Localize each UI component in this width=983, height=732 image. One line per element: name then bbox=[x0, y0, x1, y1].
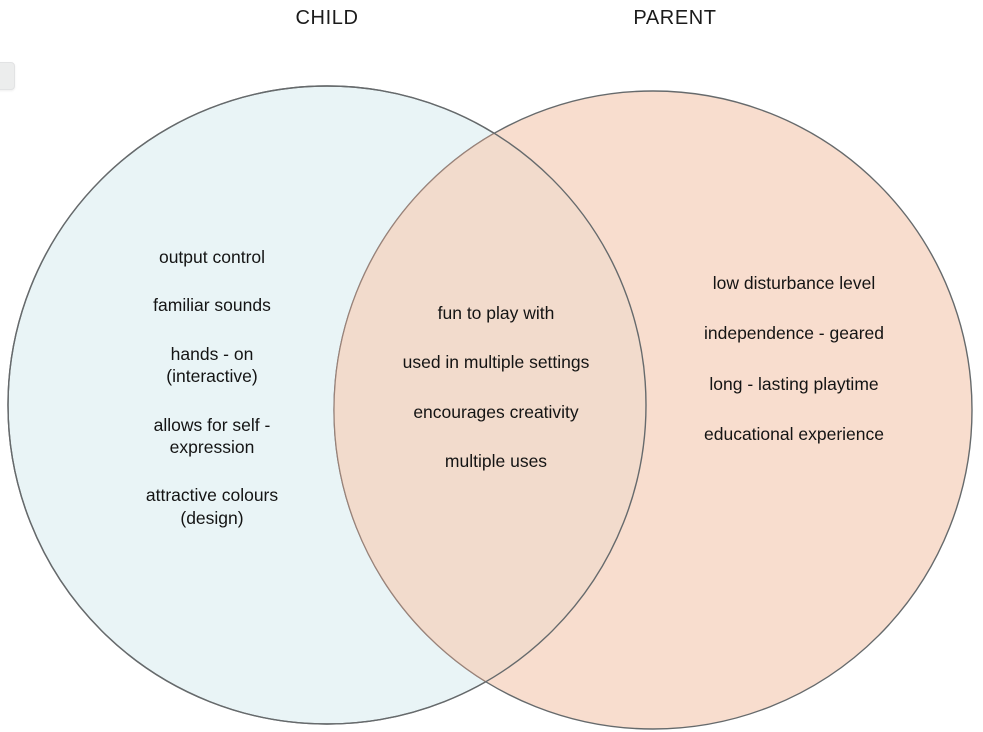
venn-item: fun to play with bbox=[437, 303, 555, 323]
venn-items-intersection: fun to play with used in multiple settin… bbox=[376, 302, 616, 473]
venn-item: attractive colours (design) bbox=[145, 485, 279, 528]
venn-intersection-region bbox=[333, 90, 646, 724]
edge-handle-tab[interactable] bbox=[0, 62, 15, 90]
venn-item: educational experience bbox=[704, 424, 884, 445]
venn-item: hands - on (interactive) bbox=[166, 343, 258, 387]
venn-item: independence - geared bbox=[703, 323, 884, 344]
venn-item: low disturbance level bbox=[712, 273, 876, 293]
venn-item: used in multiple settings bbox=[402, 352, 590, 373]
venn-circle-left-outline bbox=[7, 85, 647, 725]
venn-items-right: low disturbance level independence - gea… bbox=[668, 272, 920, 446]
venn-item: encourages creativity bbox=[413, 401, 579, 422]
venn-item: output control bbox=[158, 247, 266, 267]
venn-item: multiple uses bbox=[444, 451, 548, 472]
venn-item: long - lasting playtime bbox=[709, 373, 879, 394]
venn-item: allows for self - expression bbox=[153, 414, 271, 457]
venn-item: familiar sounds bbox=[153, 295, 271, 316]
venn-set-label-left: CHILD bbox=[295, 7, 359, 29]
venn-set-label-right: PARENT bbox=[633, 7, 717, 29]
venn-items-left: output control familiar sounds hands - o… bbox=[96, 246, 328, 529]
